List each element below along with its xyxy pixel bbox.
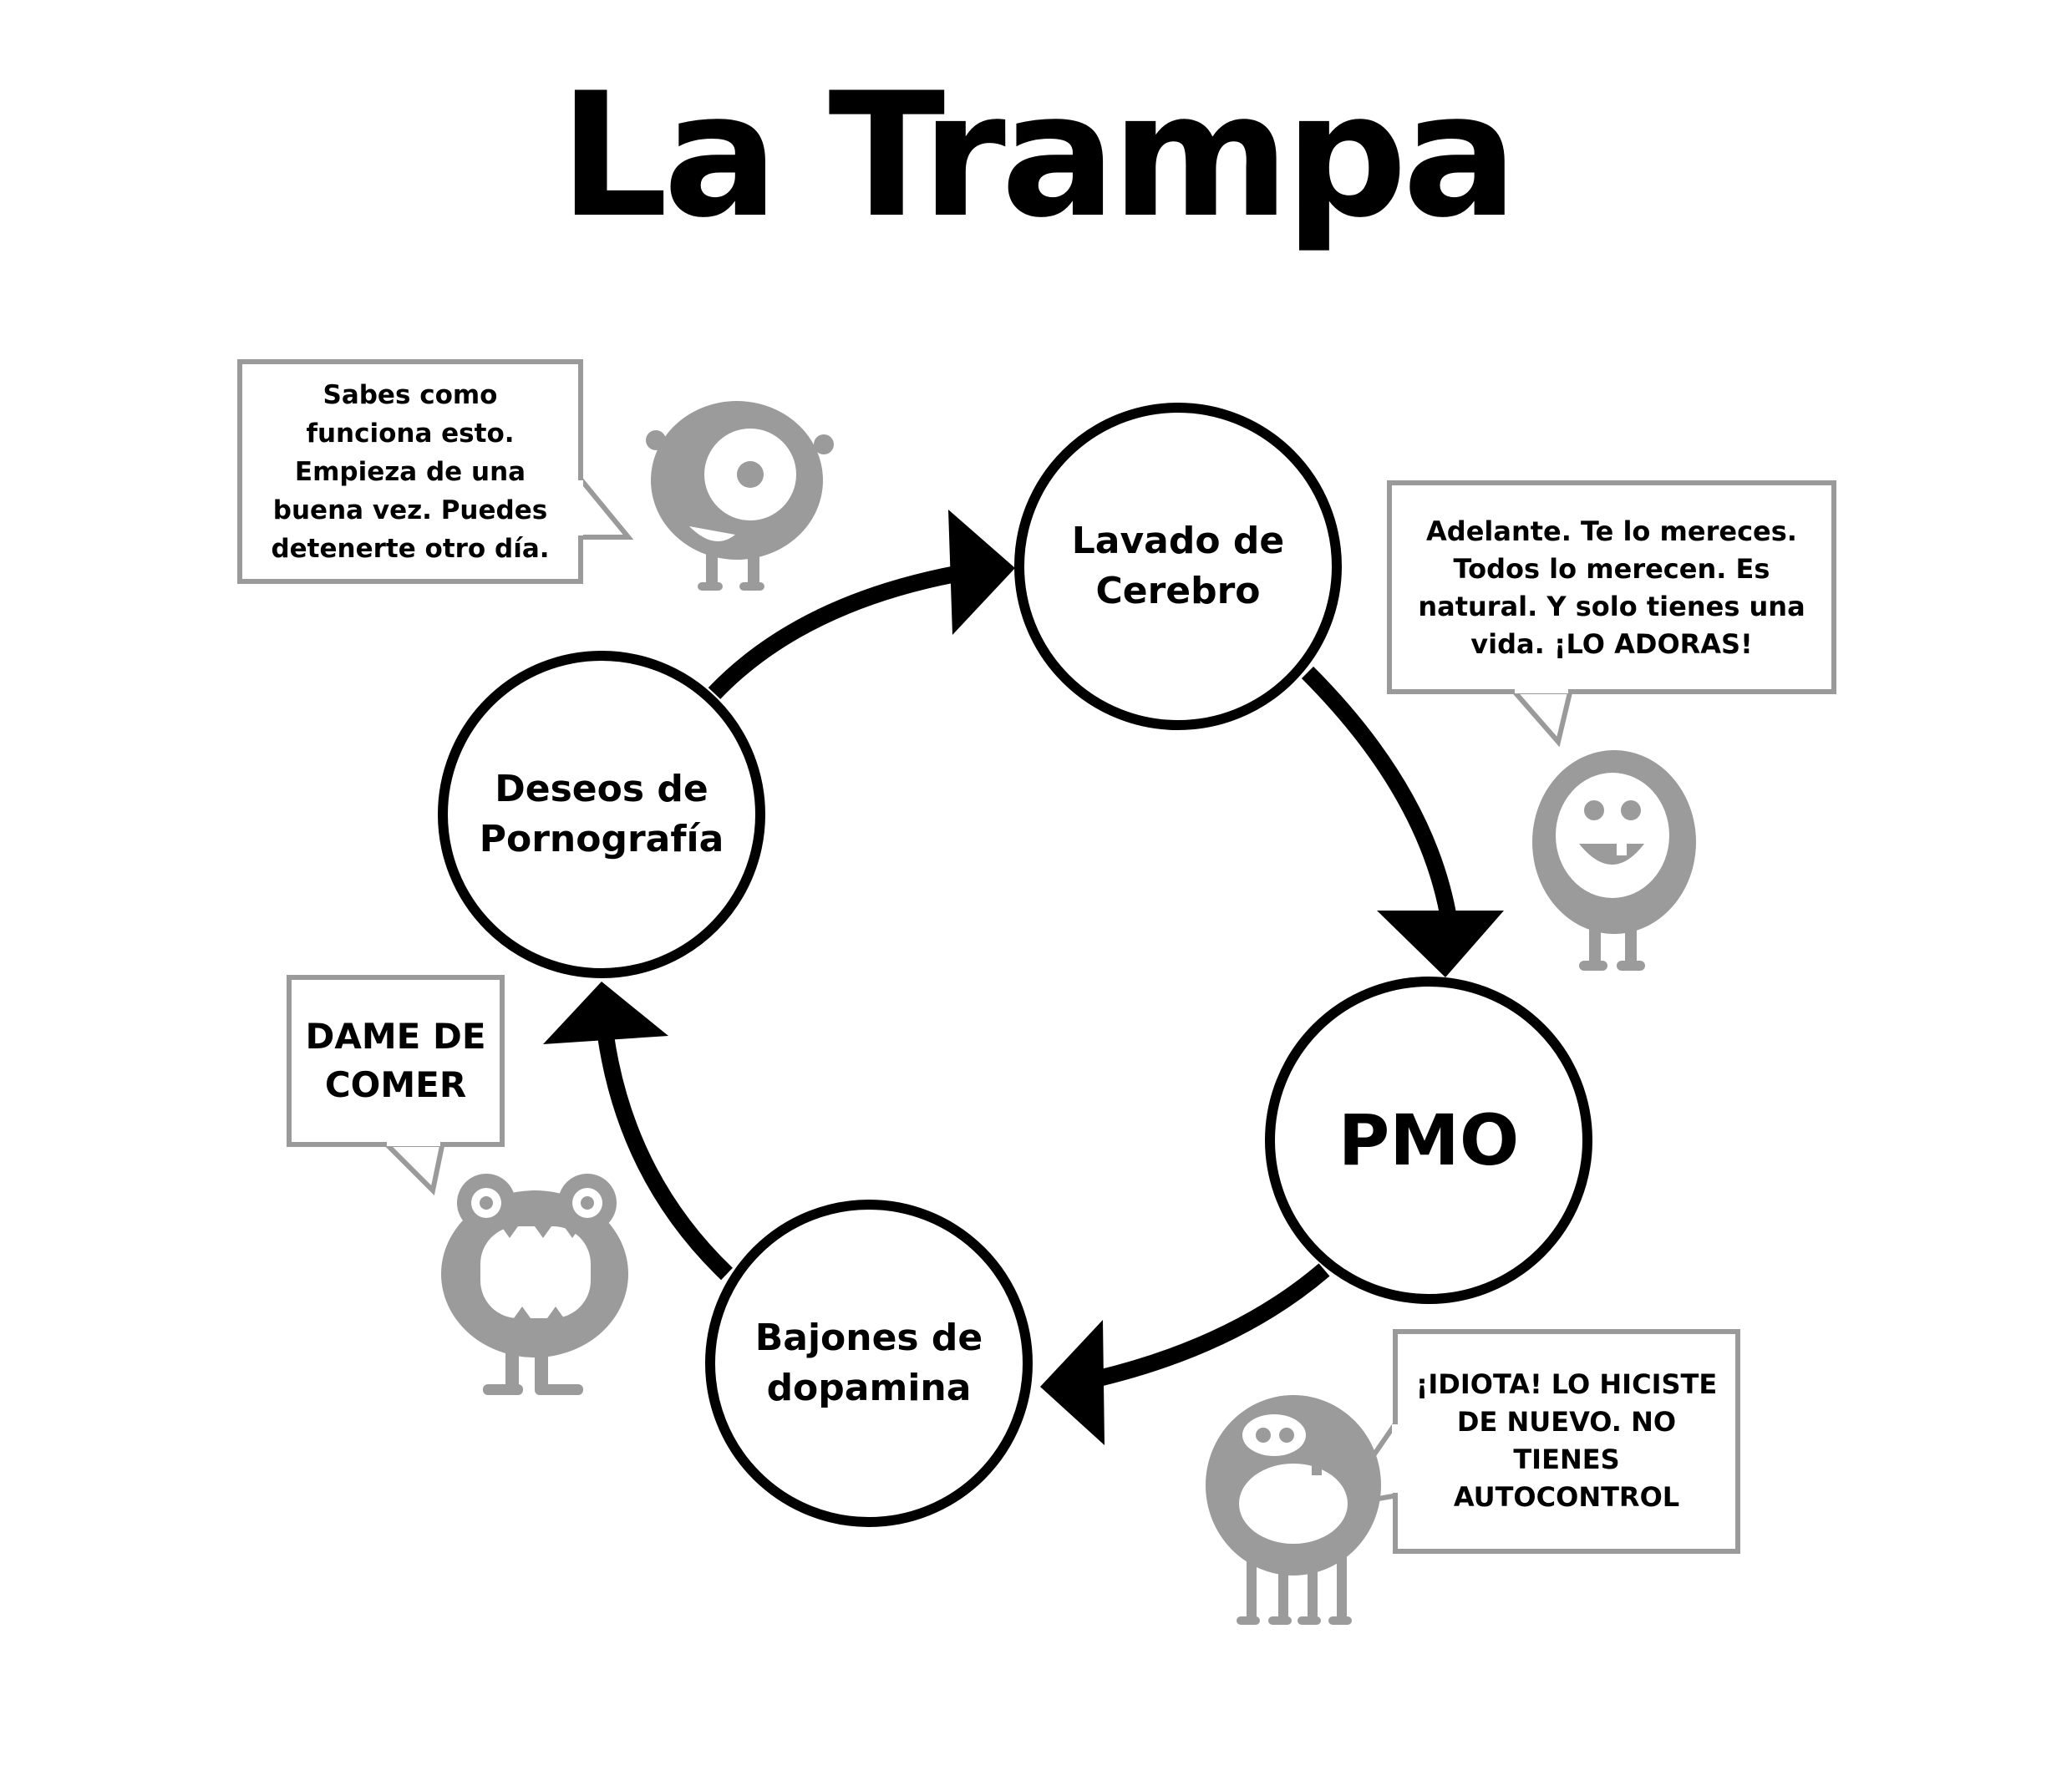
- node-circle-bajones: [705, 1200, 1033, 1527]
- node-label-deseos: Deseos de Pornografía: [479, 768, 724, 860]
- smiling-monster-icon: [1532, 750, 1696, 971]
- bubble-box: [1387, 480, 1836, 694]
- bubble-top-right: [1387, 480, 1836, 748]
- arrow-deseos-to-lavado: [708, 564, 967, 699]
- shouting-monster-icon: [1206, 1395, 1381, 1625]
- node-circle-deseos: [438, 651, 765, 978]
- arrow-pmo-to-bajones: [1096, 1263, 1330, 1387]
- bubble-top-left: [237, 359, 634, 584]
- big-mouth-monster-icon: [441, 1174, 628, 1395]
- bubble-box: [1393, 1329, 1740, 1554]
- bubble-text-left: DAME DE COMER: [305, 1016, 486, 1105]
- bubble-text-bottom-right: ¡IDIOTA! LO HICISTE DE NUEVO. NO TIENES …: [1415, 1368, 1718, 1513]
- node-label-pmo: PMO: [1338, 1099, 1520, 1181]
- bubble-text-top-left: Sabes como funciona esto. Empieza de una…: [271, 380, 550, 564]
- arrow-head-to-bajones: [1040, 1320, 1105, 1445]
- bubble-tail: [576, 469, 634, 540]
- bubble-box: [237, 359, 583, 584]
- arrow-head-to-pmo: [1377, 911, 1504, 977]
- one-eyed-monster-icon: [646, 401, 834, 591]
- cycle-arrows: [543, 510, 1504, 1445]
- bubble-bottom-right: [1333, 1329, 1740, 1554]
- bubble-tail: [378, 1139, 446, 1196]
- bubble-tail: [1506, 687, 1574, 748]
- arrow-bajones-to-deseos: [597, 1034, 733, 1281]
- bubble-left: [287, 975, 505, 1196]
- arrow-head-to-deseos: [543, 982, 668, 1044]
- page-title: La Trampa: [559, 57, 1518, 256]
- node-label-bajones: Bajones de dopamina: [754, 1317, 983, 1409]
- arrow-head-to-lavado: [948, 510, 1015, 635]
- node-circle-pmo: [1265, 977, 1592, 1304]
- arrow-lavado-to-pmo: [1301, 666, 1458, 925]
- node-circle-lavado: [1014, 403, 1342, 730]
- bubble-text-top-right: Adelante. Te lo mereces. Todos lo merece…: [1418, 515, 1805, 660]
- node-label-lavado: Lavado de Cerebro: [1071, 520, 1285, 612]
